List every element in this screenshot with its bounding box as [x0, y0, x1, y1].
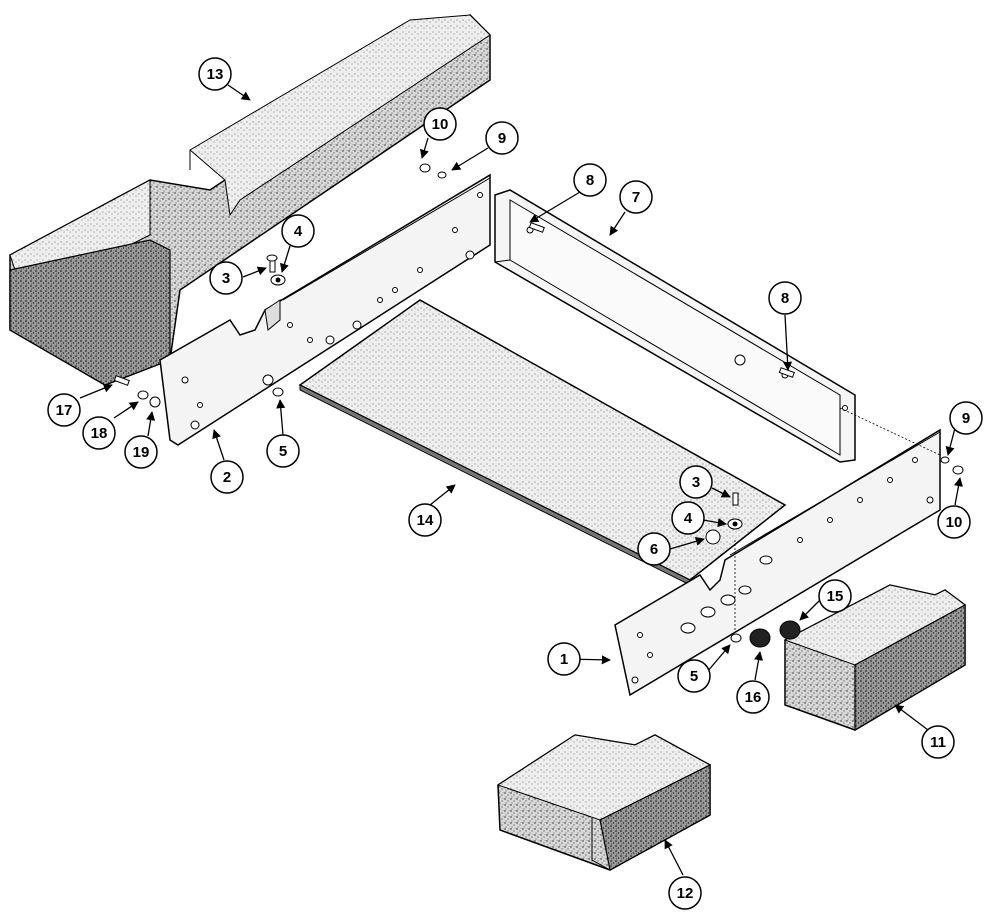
callout-11: 11	[921, 725, 955, 759]
callout-16: 16	[736, 680, 770, 714]
svg-text:5: 5	[279, 443, 287, 460]
callout-17: 17	[47, 393, 81, 427]
foam-block-12	[496, 734, 712, 871]
callout-14: 14	[408, 503, 442, 537]
callout-3-left: 3	[209, 261, 243, 295]
callout-5-right: 5	[677, 659, 711, 693]
callout-7: 7	[619, 180, 653, 214]
svg-text:4: 4	[294, 223, 303, 240]
side-rail-2	[159, 173, 491, 446]
svg-text:15: 15	[827, 588, 844, 605]
callout-1: 1	[547, 642, 581, 676]
svg-text:2: 2	[223, 469, 231, 486]
svg-text:10: 10	[946, 514, 963, 531]
callout-10-right: 10	[937, 505, 971, 539]
svg-text:10: 10	[432, 116, 449, 133]
svg-text:17: 17	[56, 402, 73, 419]
svg-text:3: 3	[692, 474, 700, 491]
callout-19: 19	[124, 435, 158, 469]
svg-text:6: 6	[650, 541, 658, 558]
callout-6: 6	[637, 532, 671, 566]
svg-text:19: 19	[133, 444, 150, 461]
callout-13: 13	[198, 57, 232, 91]
callout-2: 2	[210, 460, 244, 494]
svg-text:14: 14	[417, 512, 434, 529]
svg-text:18: 18	[91, 425, 108, 442]
leader-lines	[79, 84, 963, 876]
callout-5-left: 5	[266, 434, 300, 468]
callout-4-left: 4	[281, 214, 315, 248]
hardware	[113, 163, 964, 648]
callout-8-right: 8	[768, 281, 802, 315]
callout-3-right: 3	[679, 465, 713, 499]
callout-9-top: 9	[485, 121, 519, 155]
foam-block-13	[9, 14, 491, 386]
svg-text:11: 11	[930, 734, 946, 751]
svg-text:5: 5	[690, 668, 698, 685]
side-rail-1	[614, 428, 941, 697]
svg-text:1: 1	[560, 651, 568, 668]
svg-text:9: 9	[498, 130, 506, 147]
callout-15: 15	[818, 579, 852, 613]
svg-text:3: 3	[222, 270, 230, 287]
svg-text:16: 16	[745, 689, 762, 706]
callout-8-top: 8	[573, 163, 607, 197]
svg-text:8: 8	[586, 172, 594, 189]
svg-text:12: 12	[677, 885, 694, 902]
callout-12: 12	[668, 876, 702, 910]
callout-18: 18	[82, 416, 116, 450]
foam-block-11	[783, 584, 966, 732]
svg-text:8: 8	[781, 290, 789, 307]
callout-4-right: 4	[671, 501, 705, 535]
svg-text:9: 9	[962, 410, 970, 427]
svg-text:7: 7	[632, 189, 640, 206]
svg-text:13: 13	[207, 66, 224, 83]
back-panel-7	[494, 189, 856, 463]
svg-text:4: 4	[684, 510, 693, 527]
callout-9-right: 9	[949, 401, 983, 435]
callout-10-top: 10	[423, 107, 457, 141]
